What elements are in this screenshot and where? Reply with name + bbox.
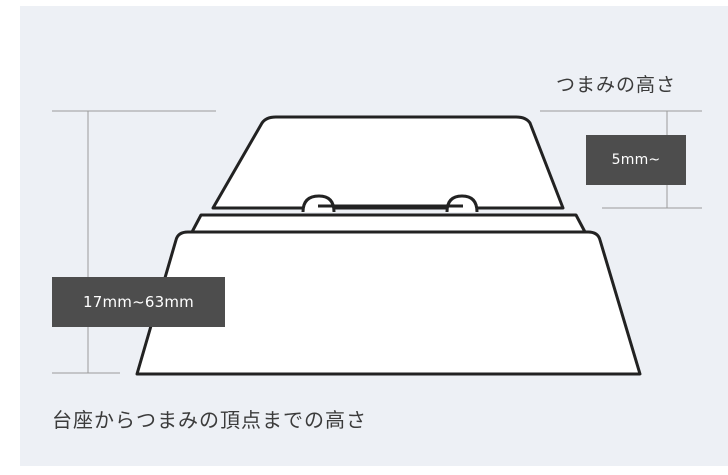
knob-clip-left (301, 194, 336, 213)
base-shape (135, 230, 642, 376)
knob-plate (190, 213, 587, 234)
total-height-value-label: 17mm~63mm (52, 277, 225, 327)
knob-top-shape (211, 115, 565, 210)
knob-height-value-label: 5mm~ (586, 135, 686, 185)
knob-height-title: つまみの高さ (556, 74, 677, 96)
knob-clip-right (445, 194, 479, 213)
caption: 台座からつまみの頂点までの高さ (52, 408, 367, 432)
total-height-guide (52, 110, 216, 374)
